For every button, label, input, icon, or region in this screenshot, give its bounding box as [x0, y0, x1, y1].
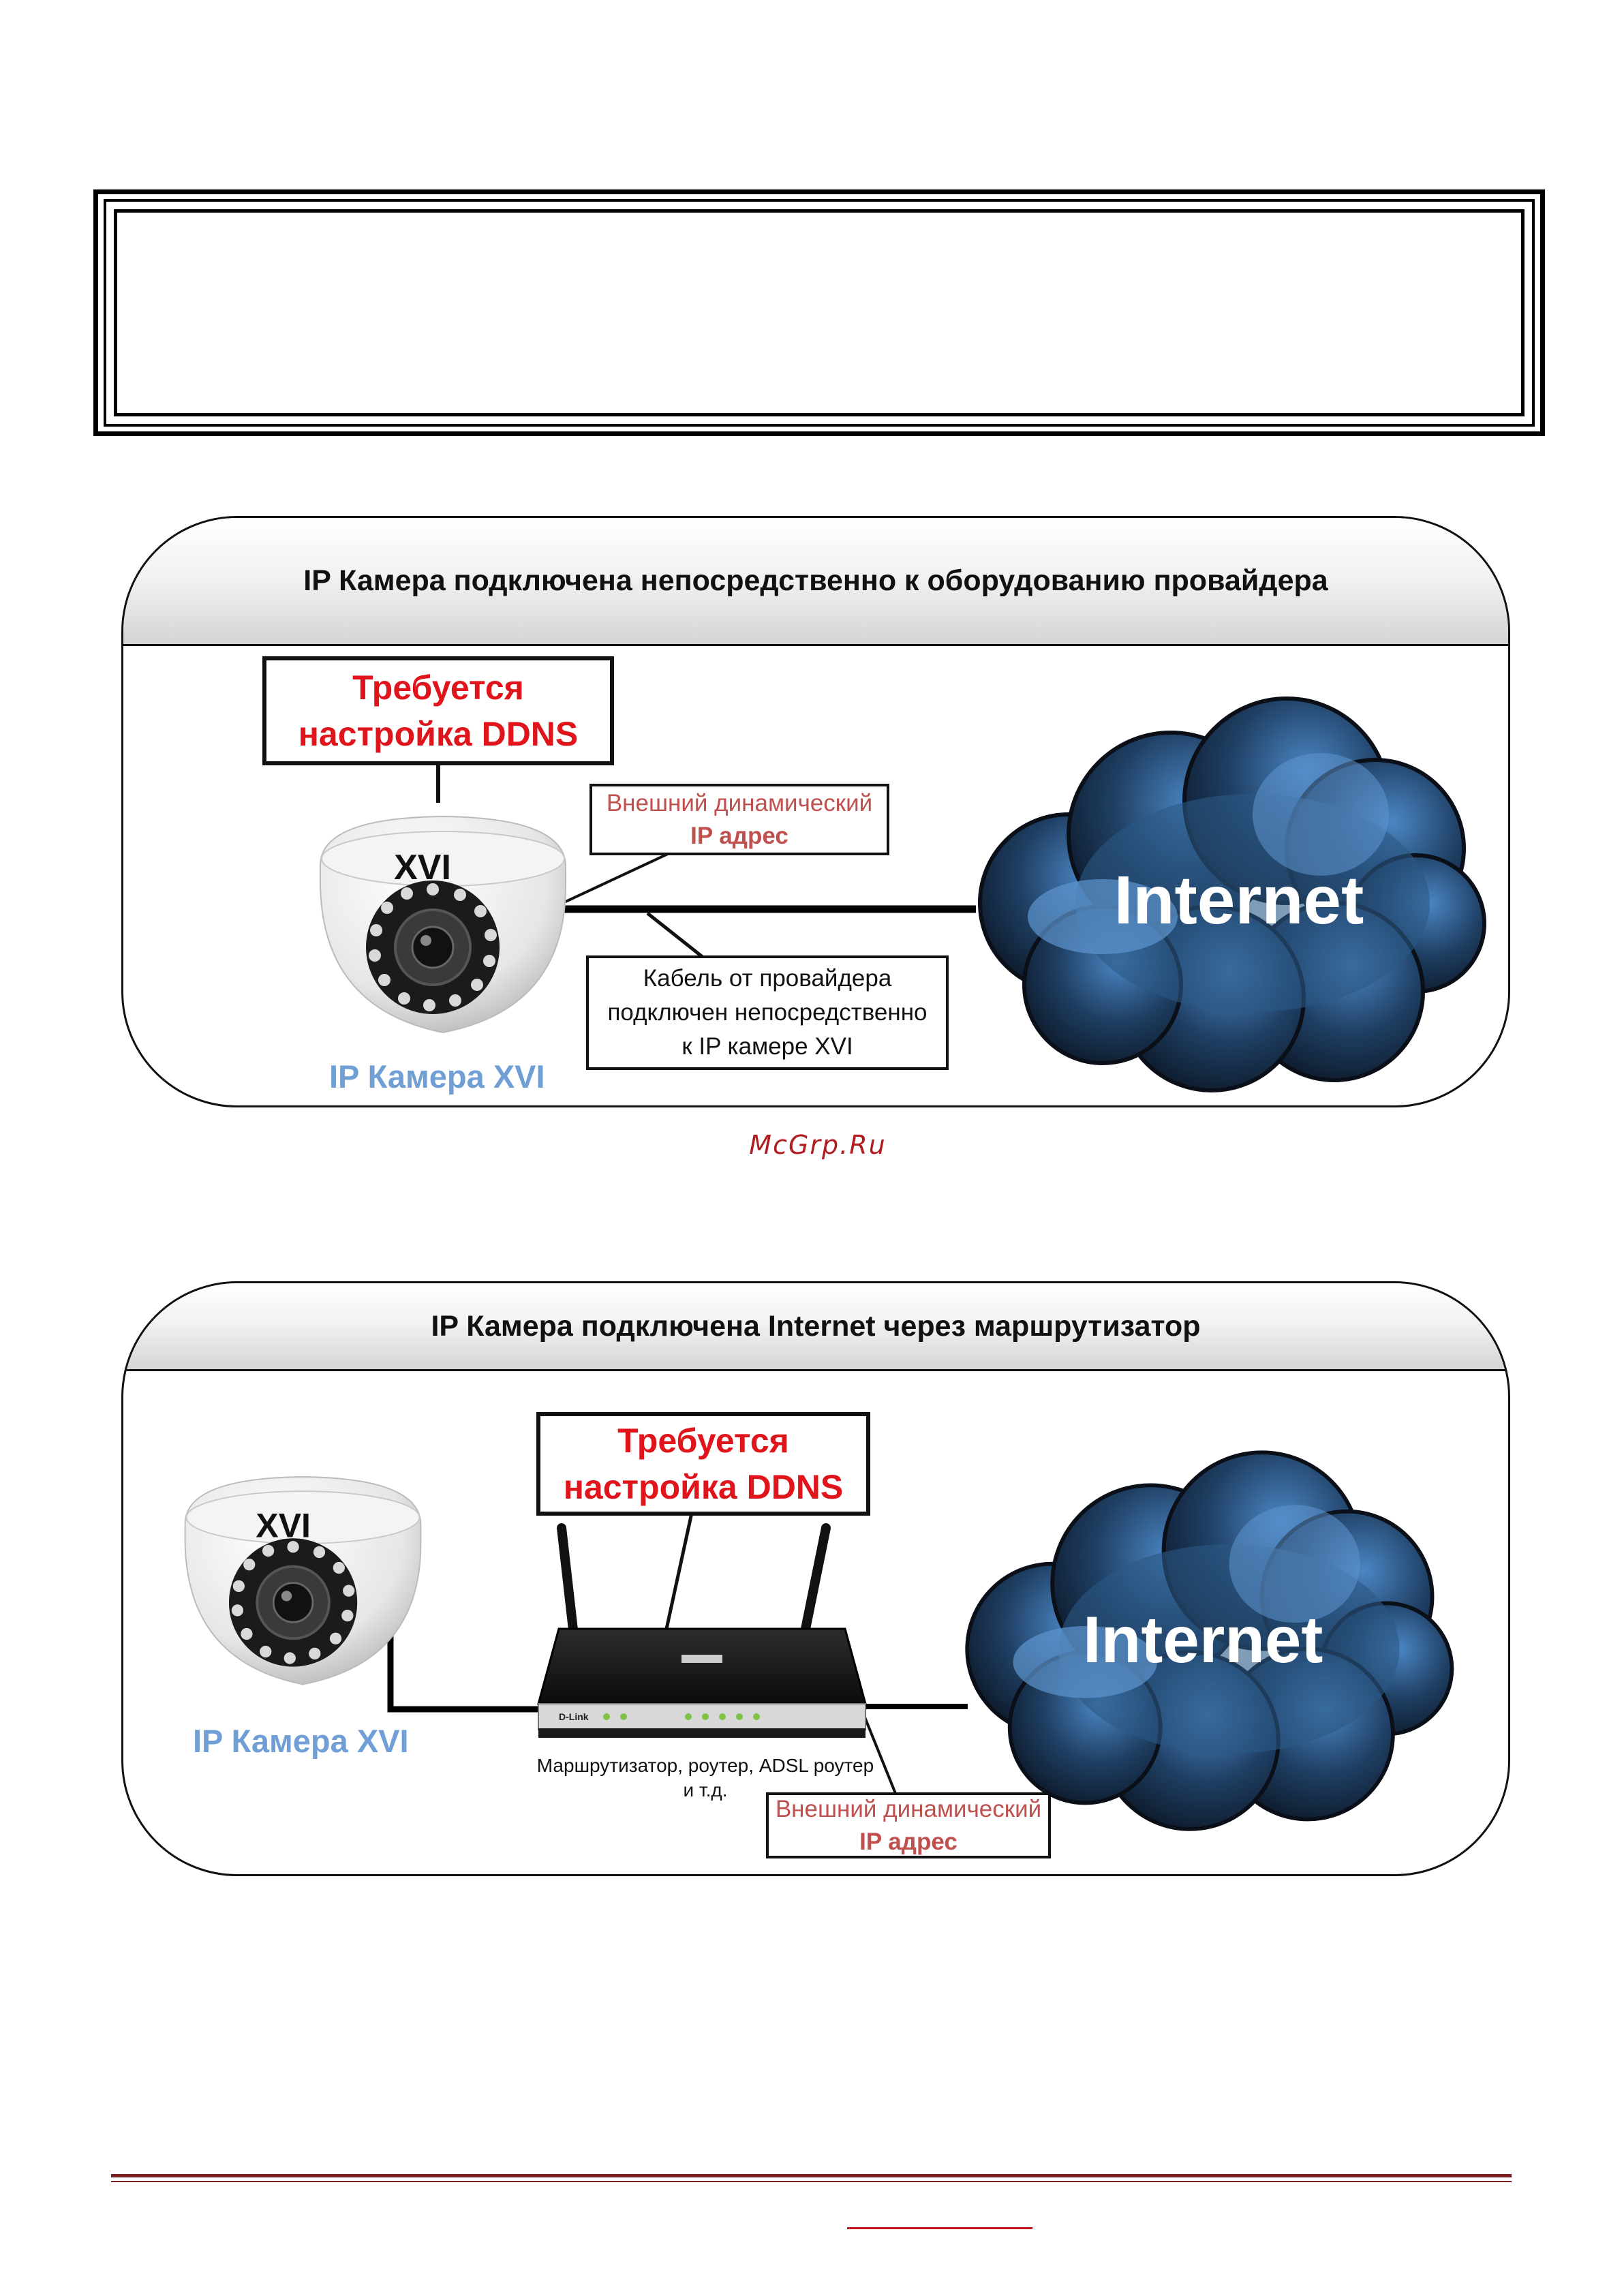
footer-link-underline	[847, 2227, 1032, 2229]
cable-line2: подключен непосредственно	[607, 999, 928, 1026]
router-line1: Маршрутизатор, роутер, ADSL роутер	[536, 1755, 874, 1776]
router-line2: и т.д.	[683, 1779, 728, 1801]
ddns-required-box: Требуется настройка DDNS	[536, 1412, 870, 1516]
footer-rule-thin	[111, 2181, 1512, 2182]
ddns-required-box: Требуется настройка DDNS	[262, 656, 614, 765]
router-label: Маршрутизатор, роутер, ADSL роутер и т.д…	[515, 1754, 896, 1803]
internet-cloud-icon: Internet	[978, 697, 1486, 1092]
ddns-line2: настройка DDNS	[563, 1468, 844, 1506]
panel-title: IP Камера подключена Internet через марш…	[123, 1283, 1508, 1371]
cable-note-box: Кабель от провайдера подключен непосредс…	[586, 955, 949, 1070]
title-frame-inner	[114, 209, 1525, 416]
footer-rule	[111, 2174, 1512, 2177]
cable-line3: к IP камере XVI	[681, 1033, 853, 1060]
cloud-label: Internet	[1083, 1604, 1323, 1677]
internet-cloud-icon: Internet	[965, 1450, 1454, 1831]
watermark: McGrp.Ru	[749, 1130, 887, 1160]
title-frame-middle	[104, 199, 1535, 427]
cable-line1: Кабель от провайдера	[643, 965, 892, 992]
ip-line2: IP адрес	[690, 822, 788, 849]
title-frame-outer	[93, 189, 1545, 436]
ip-line2: IP адрес	[859, 1828, 957, 1855]
ip-line1: Внешний динамический	[775, 1795, 1042, 1822]
camera-label: IP Камера XVI	[193, 1723, 409, 1759]
ip-line1: Внешний динамический	[606, 789, 873, 816]
ddns-line1: Требуется	[352, 669, 524, 707]
dome-camera-icon: XVI	[320, 815, 566, 1034]
external-ip-box: Внешний динамический IP адрес	[766, 1792, 1051, 1858]
external-ip-box: Внешний динамический IP адрес	[589, 784, 889, 855]
cloud-label: Internet	[1114, 862, 1364, 938]
ddns-line1: Требуется	[617, 1422, 789, 1460]
ddns-line2: настройка DDNS	[298, 715, 579, 753]
camera-label: IP Камера XVI	[329, 1058, 545, 1095]
camera-logo: XVI	[256, 1506, 311, 1544]
router-icon: D-Link	[537, 1523, 867, 1738]
camera-logo: XVI	[394, 848, 451, 887]
dome-camera-icon: XVI	[184, 1476, 422, 1685]
panel-title: IP Камера подключена непосредственно к о…	[123, 518, 1508, 646]
router-brand: D-Link	[559, 1711, 589, 1722]
